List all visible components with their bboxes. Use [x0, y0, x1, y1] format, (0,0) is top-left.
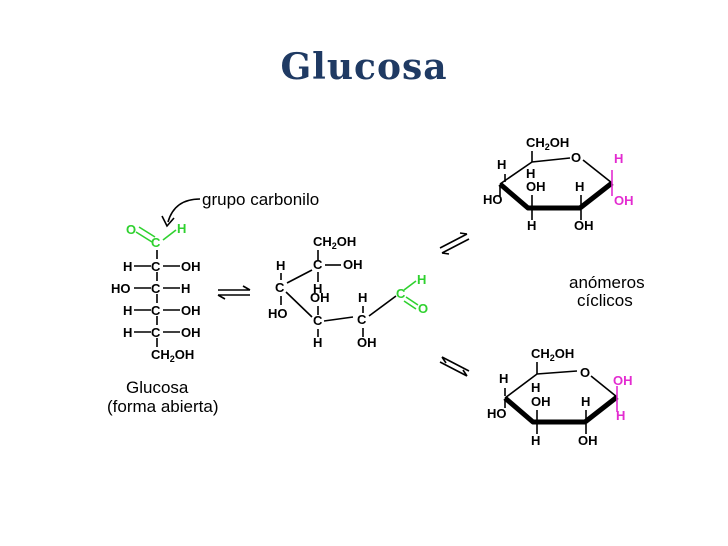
atom-oh-c2-int: OH	[357, 335, 377, 350]
atom-h-c3-top: H	[527, 218, 536, 233]
label-forma-abierta: (forma abierta)	[107, 397, 218, 416]
atom-oh-c2-bottom: OH	[578, 433, 598, 448]
atom-ch2oh-c6: CH2OH	[151, 347, 194, 364]
atom-c1: C	[151, 235, 161, 250]
atom-h-c3: H	[181, 281, 190, 296]
atom-h-c5-top: H	[497, 157, 506, 172]
atom-o-carbonyl: O	[126, 222, 136, 237]
atom-c1-int: C	[396, 286, 406, 301]
carbonyl-pointer-arrow	[167, 198, 201, 223]
atom-h-aldehyde: H	[177, 221, 186, 236]
label-grupo-carbonilo: grupo carbonilo	[202, 190, 319, 209]
atom-oh-c5: OH	[181, 325, 201, 340]
atom-oh-anomeric-bottom: OH	[613, 373, 633, 388]
equilibrium-arrow-open-intermediate	[217, 285, 251, 300]
atom-h-c2-int: H	[358, 290, 367, 305]
atom-ho-c4-int: HO	[268, 306, 288, 321]
page-title: Glucosa	[280, 46, 448, 88]
atom-oh-c3-int: OH	[310, 290, 330, 305]
open-chain-glucose: grupo carbonilo O C H H C OH HO C H H C …	[107, 190, 319, 416]
atom-ring-o-top: O	[571, 150, 581, 165]
atom-c2: C	[151, 259, 161, 274]
atom-h-anomeric-top: H	[614, 151, 623, 166]
label-anomeros: anómeros	[569, 273, 645, 292]
atom-h-c3-int: H	[313, 335, 322, 350]
atom-ch2oh-top: CH2OH	[313, 234, 356, 251]
atom-oh-c5-int: OH	[343, 257, 363, 272]
equilibrium-arrow-to-alpha	[439, 232, 470, 255]
atom-c2-int: C	[357, 312, 367, 327]
atom-c3-int: C	[313, 313, 323, 328]
atom-ch2oh-ring-top: CH2OH	[526, 135, 569, 152]
atom-ho-c3: HO	[111, 281, 131, 296]
atom-oh-anomeric-top: OH	[614, 193, 634, 208]
atom-c5-int: C	[313, 257, 323, 272]
atom-h-c5b-top: H	[526, 166, 535, 181]
bond-c-o-double	[135, 226, 156, 243]
equilibrium-arrow-to-beta	[439, 356, 470, 377]
atom-h-c5-int: H	[276, 258, 285, 273]
atom-h-c5b-bottom: H	[531, 380, 540, 395]
label-ciclicos: cíclicos	[577, 291, 633, 310]
atom-ho-c4-bottom: HO	[487, 406, 507, 421]
atom-h-c5: H	[123, 325, 132, 340]
atom-c4: C	[151, 303, 161, 318]
atom-c3: C	[151, 281, 161, 296]
atom-ho-c4-top: HO	[483, 192, 503, 207]
atom-c5: C	[151, 325, 161, 340]
atom-h-c1-int: H	[417, 272, 426, 287]
cyclic-anomer-bottom: CH2OH H H O HO OH H H OH OH H	[487, 346, 633, 448]
atom-o-c1-int: O	[418, 301, 428, 316]
atom-h-c2-top: H	[575, 179, 584, 194]
atom-oh-c4: OH	[181, 303, 201, 318]
atom-h-anomeric-bottom: H	[616, 408, 625, 423]
carbonyl-pointer-arrowhead	[161, 215, 175, 228]
label-glucosa: Glucosa	[126, 378, 189, 397]
atom-oh-c3-top: OH	[526, 179, 546, 194]
atom-h-c5b-int: H	[313, 281, 322, 296]
atom-h-c2-bottom: H	[581, 394, 590, 409]
atom-oh-c2: OH	[181, 259, 201, 274]
atom-c4-int: C	[275, 280, 285, 295]
atom-h-c3-bottom: H	[531, 433, 540, 448]
atom-ch2oh-ring-bottom: CH2OH	[531, 346, 574, 363]
atom-oh-c2-top: OH	[574, 218, 594, 233]
atom-ring-o-bottom: O	[580, 365, 590, 380]
intermediate-glucose: CH2OH H C OH C H HO OH C H H C OH C H O	[268, 234, 428, 350]
atom-h-c2: H	[123, 259, 132, 274]
atom-oh-c3-bottom: OH	[531, 394, 551, 409]
atom-h-c4: H	[123, 303, 132, 318]
cyclic-anomer-top: CH2OH H H O HO OH H H OH H OH	[483, 135, 634, 233]
bond-c-h-aldehyde	[162, 229, 177, 241]
atom-h-c5-bottom: H	[499, 371, 508, 386]
